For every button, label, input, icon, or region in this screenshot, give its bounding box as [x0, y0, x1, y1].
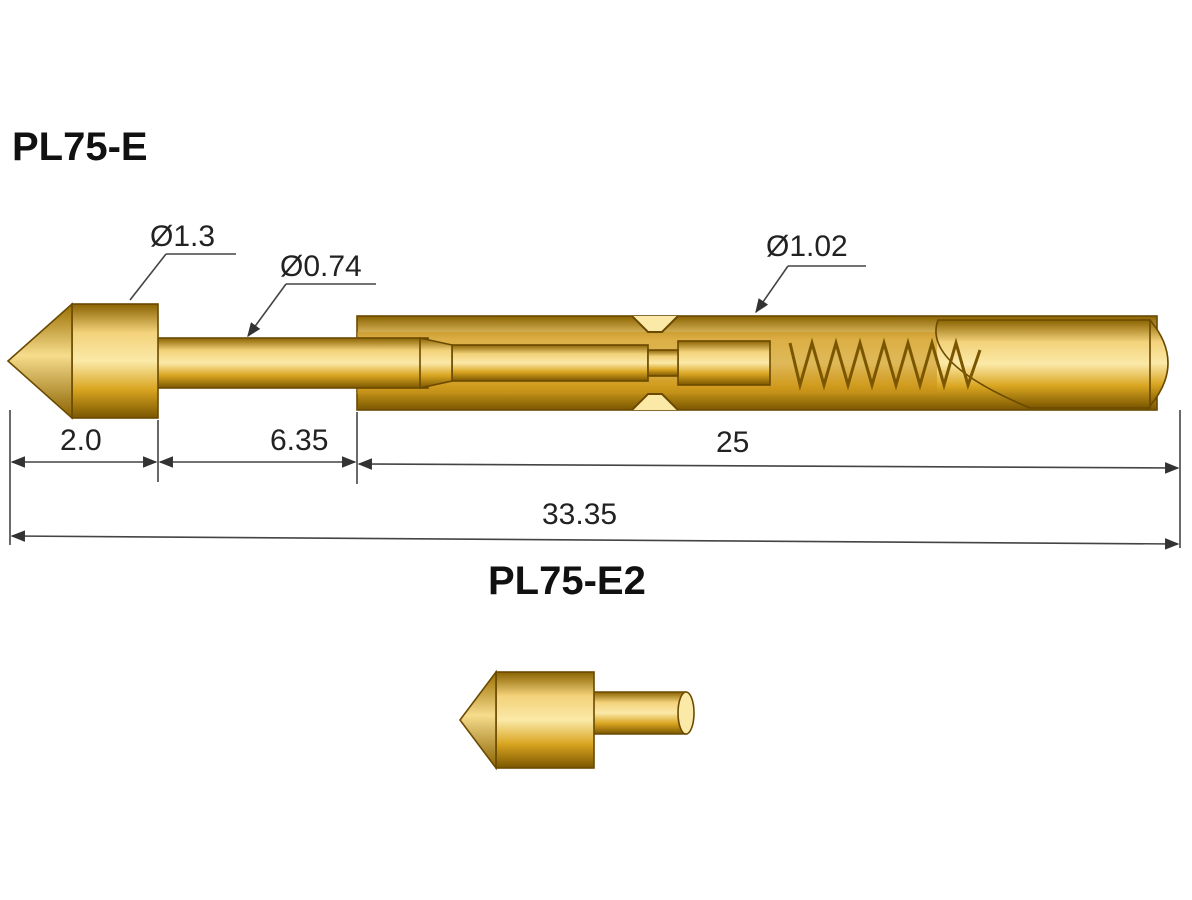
- dimension-tip: 2.0: [10, 424, 158, 468]
- label-head-diameter: Ø1.3: [150, 220, 215, 253]
- callout-barrel-diameter: Ø1.02: [755, 230, 866, 314]
- plunger-shaft: [155, 337, 429, 389]
- title-pl75-e2: PL75-E2: [488, 559, 646, 603]
- e2-head: [495, 671, 595, 769]
- dimension-total: 33.35: [10, 498, 1180, 550]
- label-tip-length: 2.0: [60, 424, 102, 457]
- probe-pl75-e: [6, 302, 1169, 420]
- extension-lines: [9, 410, 1181, 548]
- dimension-barrel: 25: [357, 426, 1180, 474]
- label-plunger-diameter: Ø0.74: [280, 250, 362, 283]
- e2-tip: [459, 669, 497, 771]
- spring: [788, 337, 982, 391]
- inner-rod-neck: [647, 349, 679, 377]
- callout-plunger-diameter: Ø0.74: [247, 250, 376, 338]
- label-plunger-length: 6.35: [270, 424, 328, 457]
- probe-tip: [6, 302, 73, 420]
- probe-head: [71, 303, 159, 419]
- inner-rod-tail: [677, 340, 771, 386]
- label-total-length: 33.35: [542, 498, 617, 531]
- e2-shaft: [591, 691, 693, 735]
- plunger-taper: [419, 337, 453, 389]
- title-pl75-e: PL75-E: [12, 125, 148, 169]
- label-barrel-diameter: Ø1.02: [766, 230, 848, 263]
- dimension-plunger: 6.35: [158, 424, 357, 468]
- inner-rod: [451, 344, 649, 382]
- probe-pl75-e2: [459, 669, 695, 771]
- label-barrel-length: 25: [716, 426, 749, 459]
- e2-shaft-end: [677, 691, 695, 735]
- callout-head-diameter: Ø1.3: [129, 220, 236, 301]
- barrel-crimp: [631, 315, 679, 411]
